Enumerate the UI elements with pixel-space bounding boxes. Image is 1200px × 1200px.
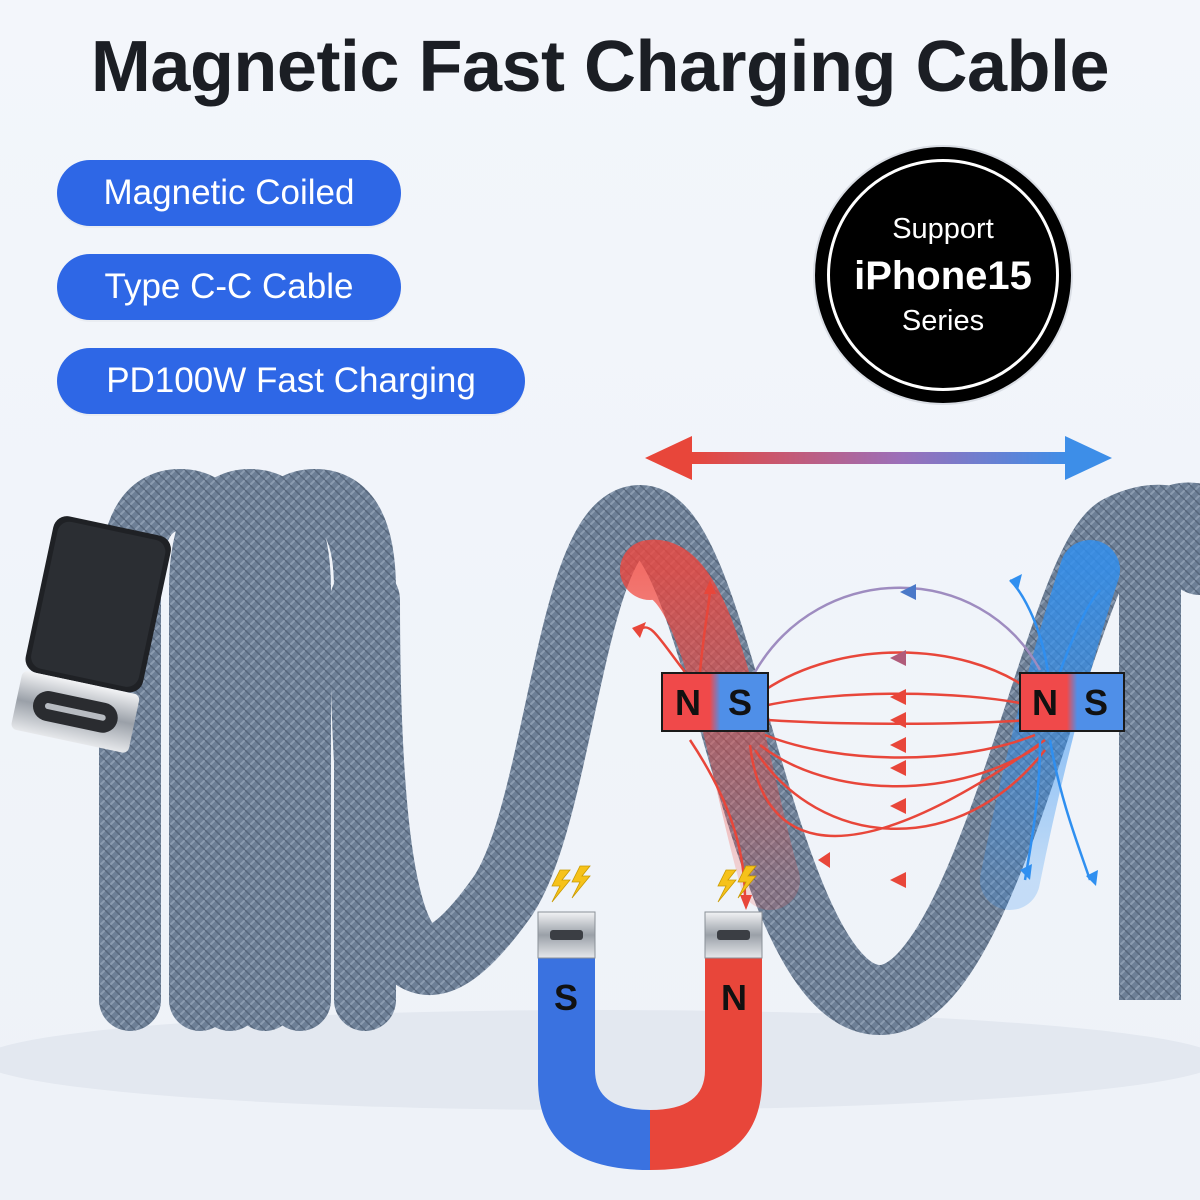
feature-label: Magnetic Coiled (103, 173, 355, 212)
feature-pill-pd100w: PD100W Fast Charging (57, 348, 525, 414)
badge-line-2: iPhone15 (854, 253, 1032, 298)
bar-magnet-left: N S (661, 672, 769, 732)
pole-label: S (554, 977, 578, 1018)
feature-pill-magnetic-coiled: Magnetic Coiled (57, 160, 401, 226)
pole-label: N (721, 977, 747, 1018)
iphone15-support-badge: Support iPhone15 Series (815, 147, 1071, 403)
pole-label: S (1084, 682, 1108, 723)
feature-label: Type C-C Cable (104, 267, 354, 306)
badge-ring: Support iPhone15 Series (827, 159, 1059, 391)
floor-shadow (0, 1010, 1200, 1110)
lightning-icon (551, 865, 757, 903)
magnetic-field-lines (639, 579, 1101, 901)
bar-magnet-right: N S (1019, 672, 1125, 732)
pole-label: N (675, 682, 701, 723)
badge-line-3: Series (901, 304, 985, 337)
double-arrow-icon (645, 436, 1112, 480)
field-arrowheads (632, 574, 1098, 910)
usb-c-plug-icon (11, 516, 171, 753)
feature-pill-type-c: Type C-C Cable (57, 254, 401, 320)
pole-label: N (1032, 682, 1058, 723)
feature-label: PD100W Fast Charging (106, 361, 476, 400)
pole-label: S (728, 682, 752, 723)
page-title: Magnetic Fast Charging Cable (90, 27, 1110, 107)
horseshoe-magnet: S N (537, 911, 763, 1170)
badge-line-1: Support (892, 212, 994, 245)
